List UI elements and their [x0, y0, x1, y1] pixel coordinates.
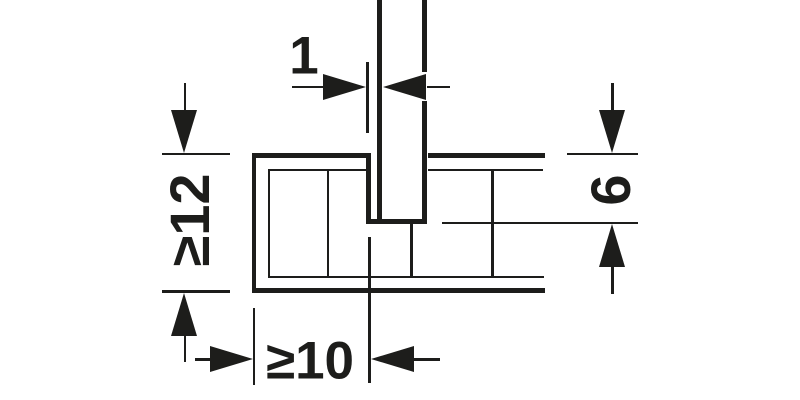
dim-thickness-label: ≥12	[158, 173, 221, 267]
core-line-left	[267, 168, 271, 278]
divider-panel-right-edge-lower	[422, 100, 428, 225]
dim-distance-tail-right	[414, 358, 440, 361]
groove-bottom	[366, 219, 428, 225]
dim-depth-label: 6	[579, 174, 642, 206]
dim-distance-arrow-right-icon	[370, 346, 414, 372]
dim-depth-shaft-bottom	[611, 264, 614, 295]
divider-panel-left-edge	[377, 0, 383, 225]
core-divider-line-2	[410, 224, 413, 278]
dim-depth-arrow-top-icon	[598, 109, 625, 153]
dim-clearance-label: 1	[289, 26, 319, 86]
dim-clearance-arrow-right-icon	[382, 73, 426, 100]
board-top-surface-left	[251, 152, 372, 158]
dim-depth-arrow-bottom-icon	[598, 224, 625, 268]
divider-panel-right-edge-upper	[422, 0, 428, 72]
dim-depth-tick-top	[566, 152, 639, 156]
core-divider-line-1	[326, 168, 330, 278]
dim-depth-extension-bottom	[441, 221, 639, 225]
dim-depth-shaft-top	[611, 83, 614, 114]
dim-distance-extension-right	[368, 237, 371, 384]
dim-thickness-tick-top	[161, 152, 230, 156]
core-line-top-right	[428, 168, 544, 172]
dim-distance-arrow-left-icon	[209, 346, 253, 372]
dim-thickness-shaft-bottom	[183, 332, 186, 362]
dim-distance-tail-left	[194, 358, 217, 361]
groove-left-wall	[366, 152, 372, 225]
core-line-bottom	[267, 275, 544, 278]
dim-thickness-tick-bottom	[161, 290, 230, 293]
core-divider-line-3	[491, 171, 494, 278]
board-top-surface-right	[428, 152, 545, 158]
dim-distance-label: ≥10	[265, 331, 355, 391]
dim-distance-extension-left	[252, 308, 256, 386]
board-left-edge	[251, 152, 257, 293]
dim-clearance-tail-right	[427, 85, 451, 89]
dim-clearance-extension-line	[366, 62, 369, 133]
dim-clearance-arrow-left-icon	[323, 73, 366, 100]
dim-clearance-tail-left	[291, 85, 324, 89]
board-bottom-surface	[251, 287, 545, 293]
dim-thickness-shaft-top	[183, 83, 186, 114]
dim-thickness-arrow-bottom-icon	[171, 292, 198, 336]
dim-thickness-arrow-top-icon	[171, 109, 198, 153]
core-line-top-left	[267, 168, 367, 172]
